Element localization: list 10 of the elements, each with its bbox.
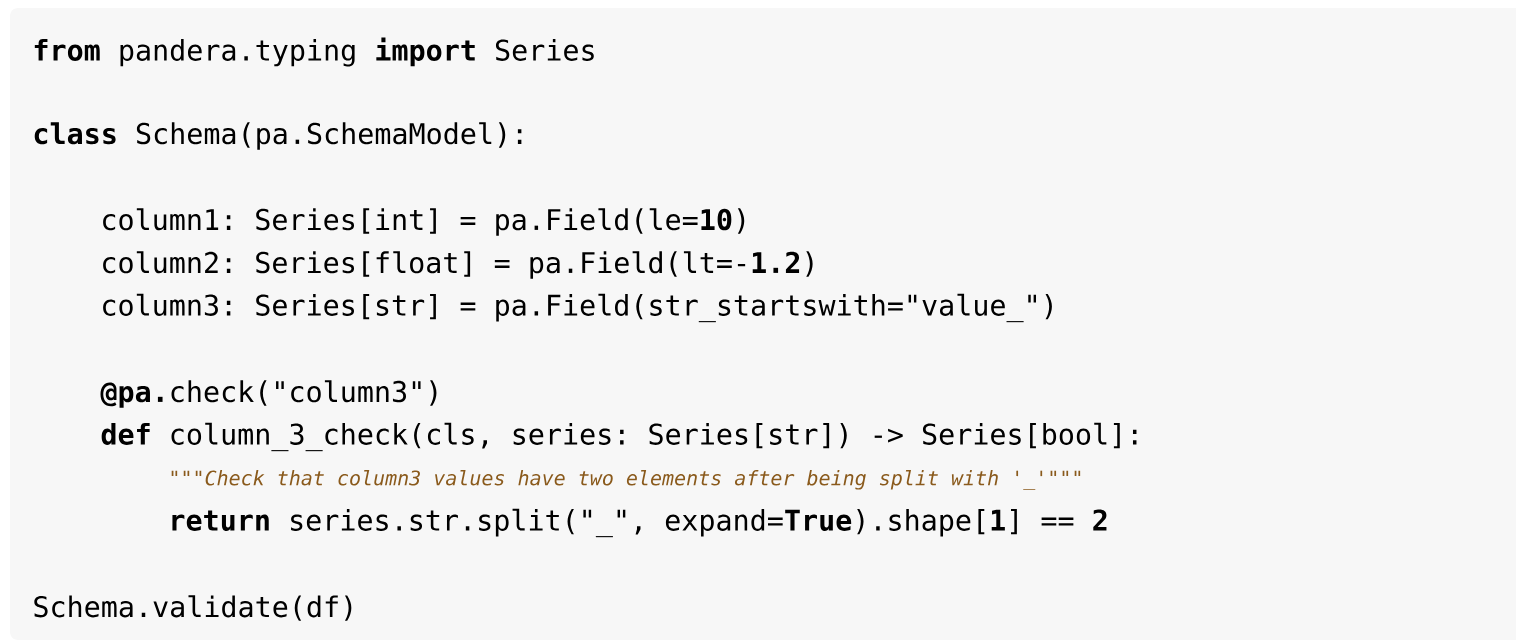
code-line: column3: Series[str] = pa.Field(str_startswith="value_") <box>103 293 1052 323</box>
code-line: def column_3_check(cls, series: Series[str]) -> Series[bool]: <box>101 422 1137 452</box>
code-line: column1: Series[int] = pa.Field(le=10) <box>103 208 745 236</box>
code-line: return series.str.split("_", expand=True).shape[1] == 2 <box>172 508 1107 538</box>
code-line: from pandera.typing import Series <box>34 37 594 67</box>
code-line: class Schema(pa.SchemaModel): <box>34 122 522 150</box>
code-line: column2: Series[float] = pa.Field(lt=-1.2) <box>103 251 813 279</box>
code-line: """Check that column3 values have two elements after being split with '_'""" <box>171 469 1081 490</box>
code-line: Schema.validate(df) <box>34 595 352 621</box>
code-line: @pa.check("column3") <box>100 380 437 408</box>
